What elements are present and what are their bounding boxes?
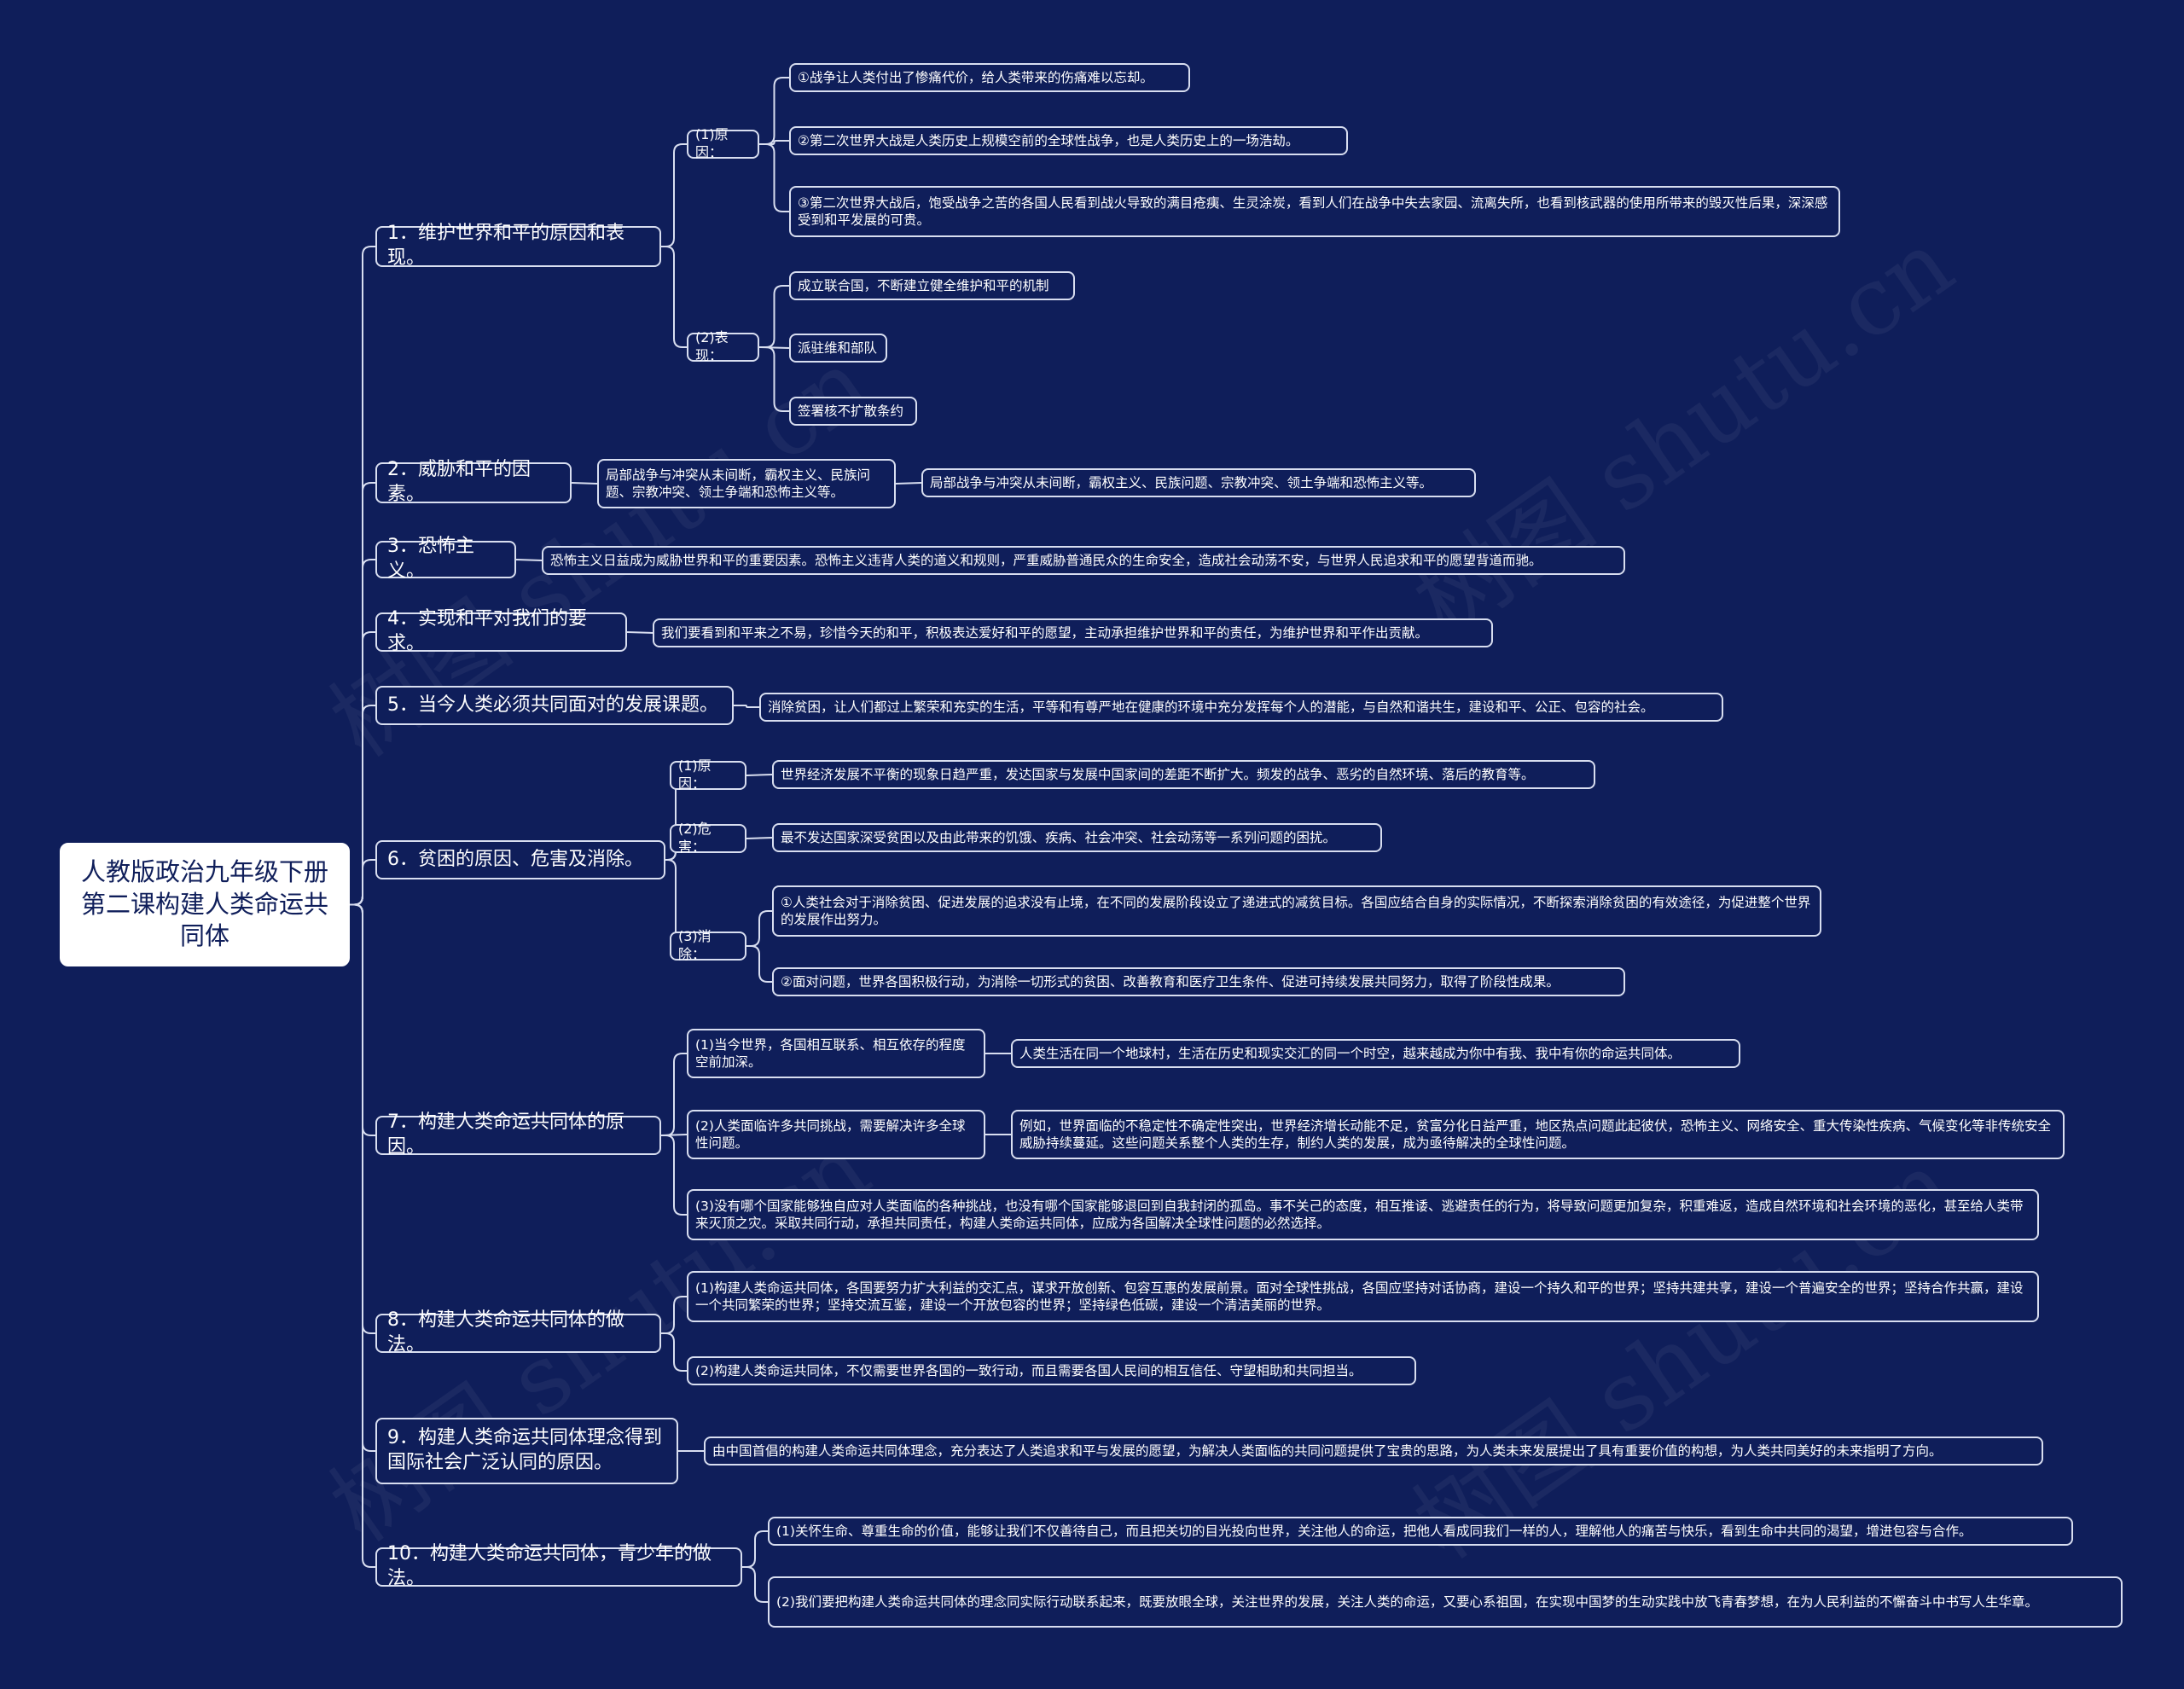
topic-6-branch-3[interactable]: (3)消除： bbox=[670, 928, 746, 962]
connector-line bbox=[661, 143, 687, 247]
topic-5-detail[interactable]: 消除贫困，让人们都过上繁荣和充实的生活，平等和有尊严地在健康的环境中充分发挥每个… bbox=[759, 693, 1723, 722]
topic-2-branch-1[interactable]: 局部战争与冲突从未间断，霸权主义、民族问题、宗教冲突、领土争端和恐怖主义等。 bbox=[597, 459, 896, 508]
topic-1[interactable]: 1．维护世界和平的原因和表现。 bbox=[375, 223, 661, 269]
topic-8[interactable]: 8．构建人类命运共同体的做法。 bbox=[375, 1309, 661, 1355]
topic-7-branch-3[interactable]: (3)没有哪个国家能够独自应对人类面临的各种挑战，也没有哪个国家能够退回到自我封… bbox=[687, 1189, 2039, 1240]
connector-line bbox=[759, 143, 789, 212]
topic-1-reason-3[interactable]: ③第二次世界大战后，饱受战争之苦的各国人民看到战火导致的满目疮痍、生灵涂炭，看到… bbox=[789, 186, 1840, 237]
topic-10-branch-1[interactable]: (1)关怀生命、尊重生命的价值，能够让我们不仅善待自己，而且把关切的目光投向世界… bbox=[768, 1517, 2073, 1546]
topic-6-eliminate-2[interactable]: ②面对问题，世界各国积极行动，为消除一切形式的贫困、改善教育和医疗卫生条件、促进… bbox=[772, 967, 1625, 996]
root-topic[interactable]: 人教版政治九年级下册第二课构建人类命运共同体 bbox=[60, 843, 350, 966]
topic-7-branch-1[interactable]: (1)当今世界，各国相互联系、相互依存的程度空前加深。 bbox=[687, 1029, 985, 1078]
connector-line bbox=[759, 346, 789, 412]
connector-line bbox=[661, 1296, 687, 1334]
connector-line bbox=[350, 859, 375, 906]
topic-3-detail[interactable]: 恐怖主义日益成为威胁世界和平的重要因素。恐怖主义违背人类的道义和规则，严重威胁普… bbox=[542, 546, 1625, 575]
topic-6-eliminate-1[interactable]: ①人类社会对于消除贫困、促进发展的追求没有止境，在不同的发展阶段设立了递进式的减… bbox=[772, 885, 1821, 937]
topic-6-cause[interactable]: 世界经济发展不平衡的现象日趋严重，发达国家与发展中国家间的差距不断扩大。频发的战… bbox=[772, 760, 1595, 789]
connector-line bbox=[350, 903, 375, 1568]
connector-line bbox=[746, 945, 772, 983]
topic-2[interactable]: 2．威胁和平的因素。 bbox=[375, 459, 572, 505]
topic-8-branch-2[interactable]: (2)构建人类命运共同体，不仅需要世界各国的一致行动，而且需要各国人民间的相互信… bbox=[687, 1356, 1416, 1385]
connector-line bbox=[661, 1053, 687, 1136]
connector-line bbox=[661, 1332, 687, 1372]
topic-1-reason-2[interactable]: ②第二次世界大战是人类历史上规模空前的全球性战争，也是人类历史上的一场浩劫。 bbox=[789, 126, 1348, 155]
topic-10[interactable]: 10．构建人类命运共同体，青少年的做法。 bbox=[375, 1543, 742, 1589]
topic-7-detail-2[interactable]: 例如，世界面临的不稳定性不确定性突出，世界经济增长动能不足，贫富分化日益严重，地… bbox=[1011, 1110, 2065, 1159]
topic-1-show-3[interactable]: 签署核不扩散条约 bbox=[789, 397, 917, 426]
topic-1-show-2[interactable]: 派驻维和部队 bbox=[789, 334, 887, 363]
topic-4[interactable]: 4．实现和平对我们的要求。 bbox=[375, 608, 627, 654]
connector-line bbox=[895, 482, 922, 485]
connector-line bbox=[759, 140, 789, 145]
topic-6[interactable]: 6．贫困的原因、危害及消除。 bbox=[375, 840, 665, 879]
connector-line bbox=[742, 1530, 768, 1568]
topic-6-branch-2[interactable]: (2)危害： bbox=[670, 821, 746, 855]
topic-8-branch-1[interactable]: (1)构建人类命运共同体，各国要努力扩大利益的交汇点，谋求开放创新、包容互惠的发… bbox=[687, 1271, 2039, 1322]
connector-line bbox=[759, 285, 789, 348]
topic-2-detail[interactable]: 局部战争与冲突从未间断，霸权主义、民族问题、宗教冲突、领土争端和恐怖主义等。 bbox=[921, 468, 1476, 497]
topic-1-show-1[interactable]: 成立联合国，不断建立健全维护和平的机制 bbox=[789, 271, 1075, 300]
connector-line bbox=[734, 705, 759, 708]
topic-1-reason-1[interactable]: ①战争让人类付出了惨痛代价，给人类带来的伤痛难以忘却。 bbox=[789, 63, 1190, 92]
topic-5[interactable]: 5．当今人类必须共同面对的发展课题。 bbox=[375, 686, 734, 725]
topic-6-harm[interactable]: 最不发达国家深受贫困以及由此带来的饥饿、疾病、社会冲突、社会动荡等一系列问题的困… bbox=[772, 823, 1382, 852]
topic-7-detail-1[interactable]: 人类生活在同一个地球村，生活在历史和现实交汇的同一个时空，越来越成为你中有我、我… bbox=[1011, 1039, 1740, 1068]
connector-line bbox=[661, 1135, 687, 1216]
connector-line bbox=[746, 910, 772, 947]
topic-10-branch-2[interactable]: (2)我们要把构建人类命运共同体的理念同实际行动联系起来，既要放眼全球，关注世界… bbox=[768, 1576, 2123, 1628]
connector-line bbox=[571, 482, 598, 485]
topic-1-branch-1[interactable]: (1)原因： bbox=[687, 126, 759, 160]
topic-7[interactable]: 7．构建人类命运共同体的原因。 bbox=[375, 1111, 661, 1158]
connector-line bbox=[742, 1566, 768, 1603]
topic-1-branch-2[interactable]: (2)表现： bbox=[687, 329, 759, 363]
connector-line bbox=[746, 837, 773, 839]
topic-4-detail[interactable]: 我们要看到和平来之不易，珍惜今天的和平，积极表达爱好和平的愿望，主动承担维护世界… bbox=[653, 618, 1493, 647]
topic-9[interactable]: 9．构建人类命运共同体理念得到国际社会广泛认同的原因。 bbox=[375, 1418, 678, 1484]
connector-line bbox=[759, 77, 789, 145]
topic-9-detail[interactable]: 由中国首倡的构建人类命运共同体理念，充分表达了人类追求和平与发展的愿望，为解决人… bbox=[704, 1437, 2043, 1466]
connector-line bbox=[661, 246, 687, 348]
topic-7-branch-2[interactable]: (2)人类面临许多共同挑战，需要解决许多全球性问题。 bbox=[687, 1110, 985, 1159]
topic-6-branch-1[interactable]: (1)原因： bbox=[670, 757, 746, 792]
connector-line bbox=[626, 631, 653, 634]
topic-3[interactable]: 3．恐怖主义。 bbox=[375, 536, 516, 582]
